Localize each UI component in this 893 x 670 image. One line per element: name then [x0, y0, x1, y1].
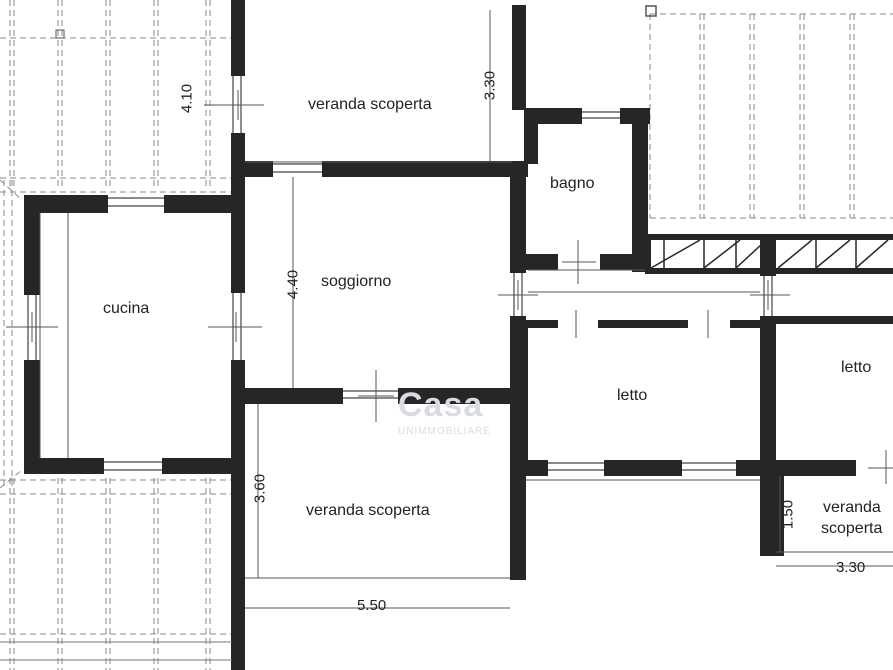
dimension-label-330-top: 3.30 — [481, 70, 499, 101]
room-label-letto-center: letto — [617, 387, 648, 404]
room-label-veranda-bottom: veranda scoperta — [306, 502, 430, 519]
column-marker-right — [645, 5, 657, 17]
cross-markers — [6, 90, 893, 484]
pergola-grid-left-side — [0, 179, 23, 490]
dimension-label-330-bottom: 3.30 — [836, 559, 866, 576]
room-label-soggiorno: soggiorno — [321, 273, 392, 290]
watermark-text: UNIMMOBILIARE — [398, 426, 492, 437]
dimension-label-440: 4.40 — [284, 269, 302, 300]
pergola-grid-top-left — [0, 0, 232, 193]
boundary-lines — [0, 641, 232, 661]
dimension-lines — [39, 10, 893, 609]
pergola-grid-bottom-left — [0, 478, 232, 670]
dimension-label-410: 4.10 — [178, 83, 196, 114]
watermark-logo: Casa — [398, 386, 484, 424]
dimension-label-150: 1.50 — [779, 499, 797, 530]
room-label-letto-right: letto — [841, 359, 872, 376]
dimension-label-360: 3.60 — [251, 473, 269, 504]
column-marker — [55, 29, 65, 39]
room-label-veranda-right-1: veranda — [823, 499, 881, 516]
stairs — [650, 239, 889, 269]
pergola-grid-top-right — [649, 13, 893, 219]
room-label-bagno: bagno — [550, 175, 595, 192]
room-label-cucina: cucina — [103, 300, 150, 317]
dimension-label-550: 5.50 — [357, 597, 387, 614]
room-label-veranda-right-2: scoperta — [821, 520, 883, 537]
walls — [24, 0, 893, 670]
room-label-veranda-top: veranda scoperta — [308, 96, 432, 113]
